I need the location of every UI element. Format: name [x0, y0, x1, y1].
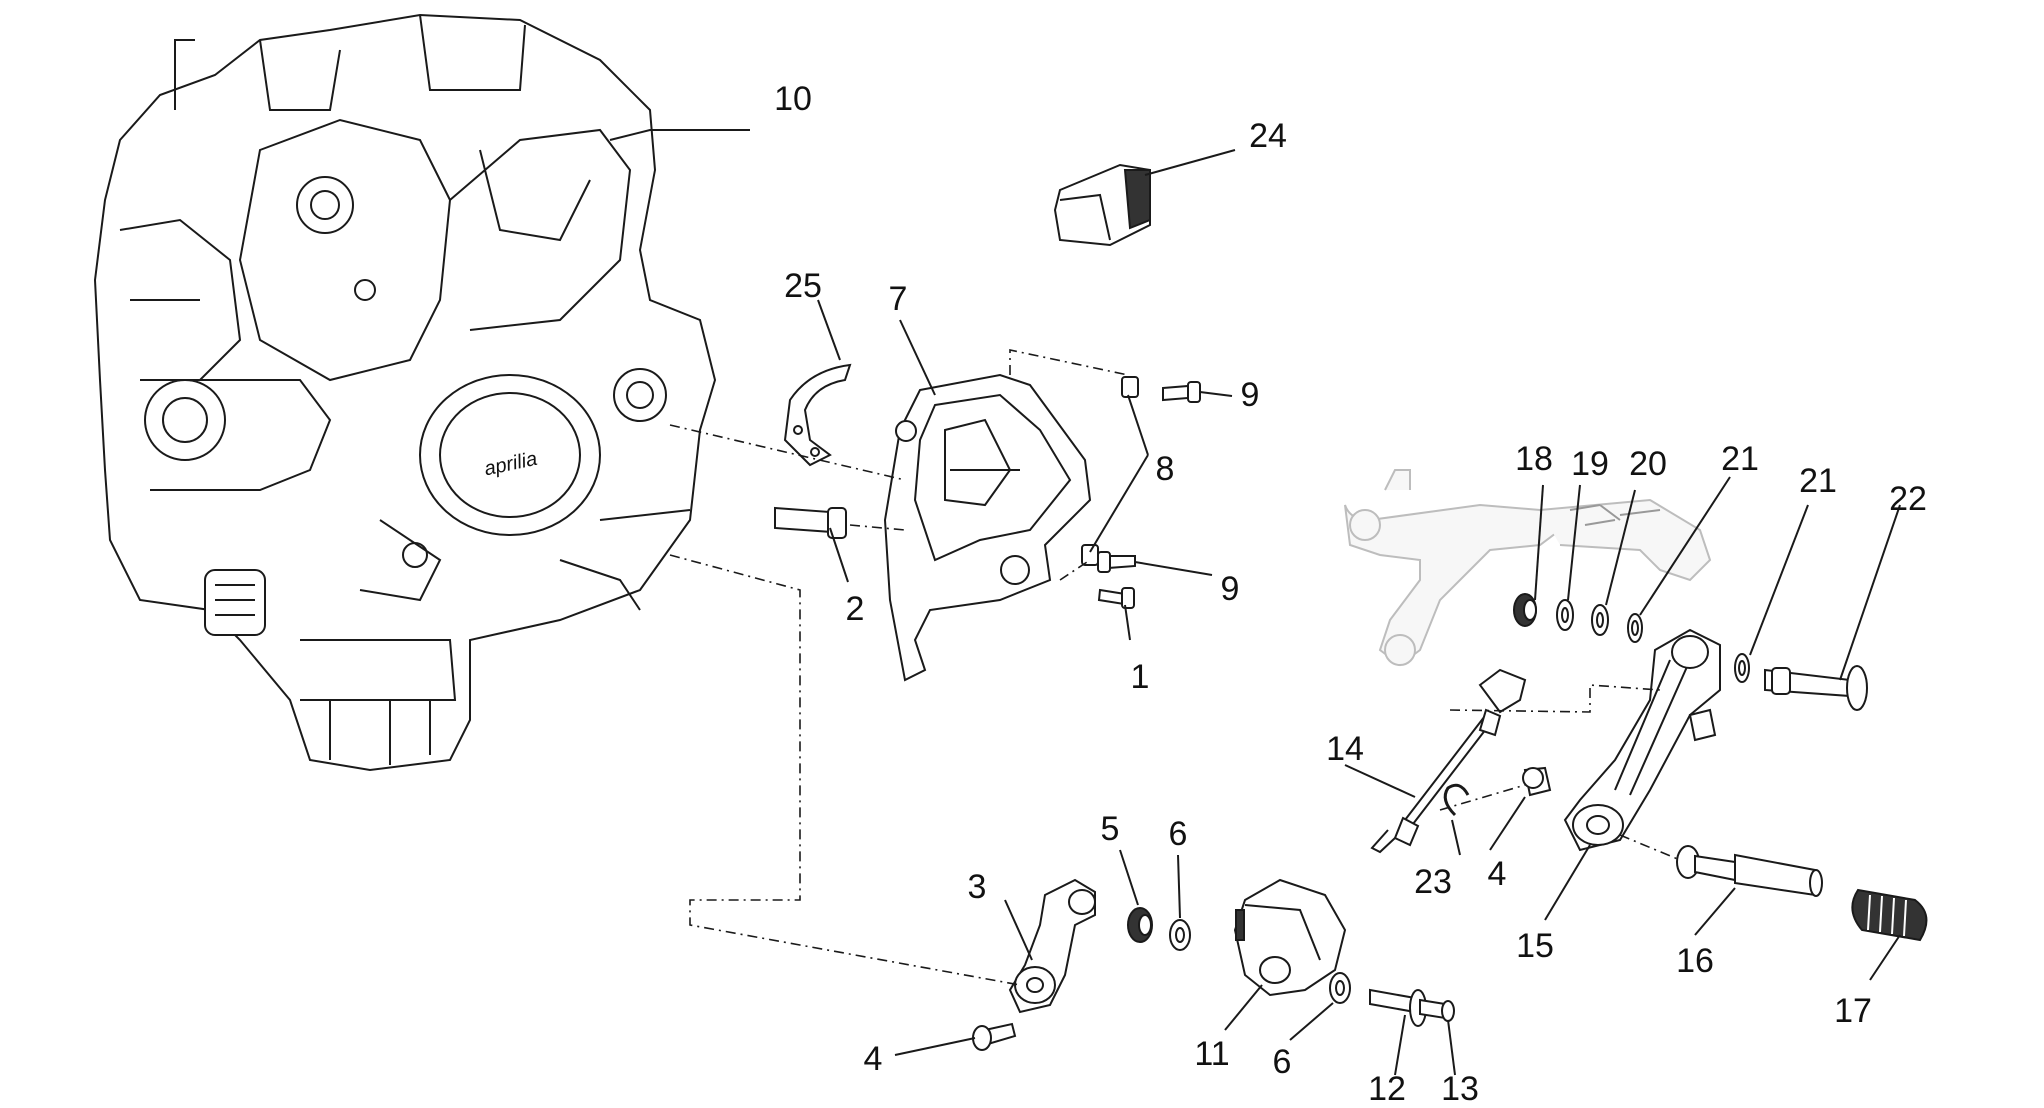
part-4-bolt-lower — [972, 1022, 1017, 1051]
leader-lines — [609, 129, 1901, 1076]
callout-22: 22 — [1889, 480, 1927, 518]
callout-7: 7 — [889, 280, 908, 318]
callout-5: 5 — [1101, 810, 1120, 848]
callout-25: 25 — [784, 267, 822, 305]
callout-4-upper: 4 — [1488, 855, 1507, 893]
callout-11: 11 — [1194, 1035, 1229, 1073]
callout-labels: 10 24 25 7 9 8 9 1 2 18 19 20 21 21 22 1… — [774, 80, 1927, 1108]
part-9-bolts — [1097, 381, 1201, 573]
part-17-rubber — [1851, 888, 1928, 942]
footpeg-bracket-ghost — [1344, 469, 1712, 667]
part-21-washer-b — [1734, 653, 1750, 683]
part-21-washer-a — [1627, 613, 1643, 643]
callout-13: 13 — [1441, 1070, 1479, 1103]
callout-8: 8 — [1156, 450, 1175, 488]
part-2-shaft — [774, 506, 847, 539]
part-7-cover — [883, 373, 1092, 682]
part-12-pin — [1369, 988, 1446, 1027]
callout-10: 10 — [774, 80, 812, 118]
part-25-gasket — [783, 363, 852, 467]
callout-24: 24 — [1249, 117, 1287, 155]
part-23-clip — [1443, 783, 1470, 817]
callout-23: 23 — [1414, 863, 1452, 901]
callout-21-left: 21 — [1721, 440, 1759, 478]
part-13-pin-end — [1441, 1000, 1455, 1022]
part-6-washer-b — [1329, 972, 1351, 1004]
callout-3: 3 — [968, 868, 987, 906]
part-22-pin — [1764, 665, 1868, 711]
callout-9-upper: 9 — [1241, 376, 1260, 414]
callout-2: 2 — [846, 590, 865, 628]
part-8-dowels — [1081, 376, 1139, 566]
callout-4-lower: 4 — [864, 1040, 883, 1078]
callout-12: 12 — [1368, 1070, 1406, 1103]
callout-18: 18 — [1515, 440, 1553, 478]
part-11-body — [1233, 878, 1347, 997]
callout-6-upper: 6 — [1169, 815, 1188, 853]
part-20-washer — [1591, 604, 1609, 636]
part-1-bolt — [1097, 587, 1135, 609]
callout-14: 14 — [1326, 730, 1364, 768]
part-15-lever — [1563, 628, 1721, 852]
part-6-washer-a — [1169, 919, 1191, 951]
callout-1: 1 — [1131, 658, 1150, 696]
callout-6-lower: 6 — [1273, 1043, 1292, 1081]
assembly-dash-lines — [669, 349, 1681, 986]
callout-16: 16 — [1676, 942, 1714, 980]
part-18-nut — [1513, 593, 1537, 627]
callout-19: 19 — [1571, 445, 1609, 483]
part-4-bolt-upper — [1522, 766, 1552, 797]
part-24-sensor — [1053, 163, 1151, 247]
part-5-nut — [1127, 907, 1153, 943]
callout-20: 20 — [1629, 445, 1667, 483]
part-14-rod — [1370, 668, 1527, 854]
engine-assembly: aprilia — [93, 13, 717, 772]
callout-9-lower: 9 — [1221, 570, 1240, 608]
callout-21-right: 21 — [1799, 462, 1837, 500]
callout-15: 15 — [1516, 927, 1554, 965]
part-16-shaft — [1676, 845, 1823, 897]
callout-17: 17 — [1834, 992, 1872, 1030]
part-3-arm — [1008, 878, 1096, 1014]
part-19-washer — [1556, 599, 1574, 631]
